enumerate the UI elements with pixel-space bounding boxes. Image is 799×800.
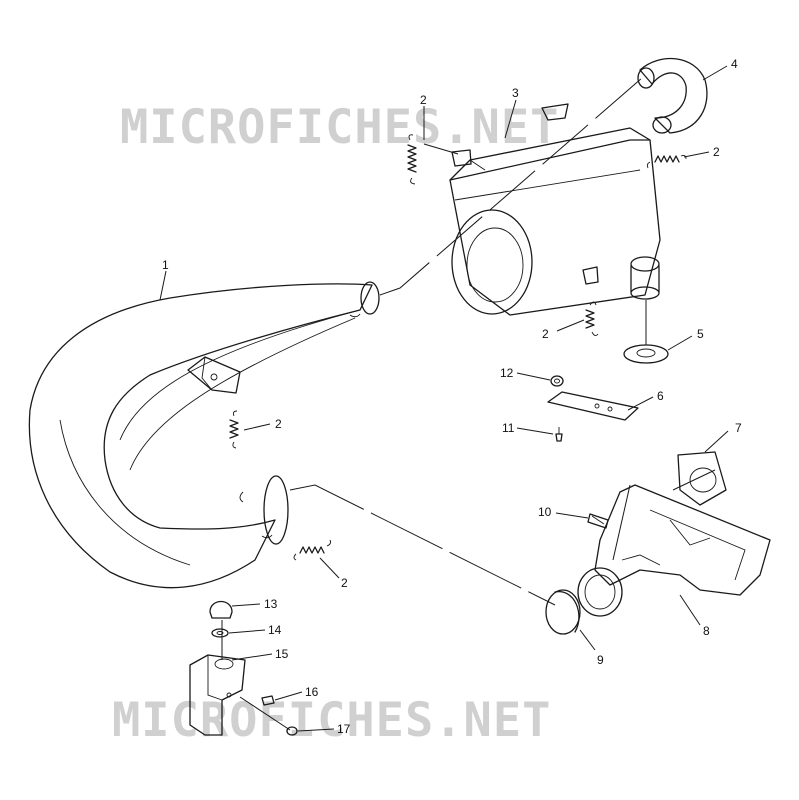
- callout-16: 16: [305, 685, 319, 699]
- watermark-bottom: MICROFICHES.NET: [112, 693, 551, 748]
- spring-2-mid: [585, 301, 599, 337]
- spring-2-left: [229, 410, 239, 449]
- callout-14: 14: [268, 623, 282, 637]
- exhaust-pipe: [28, 281, 380, 589]
- screw-11: [555, 427, 563, 442]
- spring-2-right: [646, 154, 687, 169]
- watermark-top: MICROFICHES.NET: [120, 100, 559, 155]
- stud-10: [587, 513, 609, 529]
- callout-13: 13: [264, 597, 278, 611]
- callout-2e: 2: [341, 576, 348, 590]
- exhaust-manifold: [577, 484, 771, 617]
- callout-12: 12: [500, 366, 514, 380]
- seal-9: [545, 589, 581, 635]
- callout-4: 4: [731, 57, 738, 71]
- mounting-bracket-15: [189, 654, 246, 736]
- leader-lines: [159, 65, 729, 732]
- nut-17: [286, 726, 298, 736]
- callout-7: 7: [735, 421, 742, 435]
- callout-11: 11: [502, 421, 515, 435]
- callout-2d: 2: [275, 417, 282, 431]
- callout-1: 1: [162, 258, 169, 272]
- spring-2-top: [407, 134, 417, 185]
- callout-2a: 2: [420, 93, 427, 107]
- callout-8: 8: [703, 624, 710, 638]
- support-bracket-6: [547, 391, 639, 421]
- callout-labels: 1 2 3 4 2 2 5 12 6 11 2 7 10 2 8 9 13 14…: [162, 57, 742, 736]
- rubber-mount-13: [209, 600, 233, 619]
- nut-12: [550, 375, 564, 387]
- assembly-lines: [221, 77, 716, 731]
- callout-2b: 2: [713, 145, 720, 159]
- callout-17: 17: [337, 722, 351, 736]
- u-tube: [637, 57, 708, 134]
- callout-5: 5: [697, 327, 704, 341]
- callout-10: 10: [538, 505, 552, 519]
- spring-2-bottom: [293, 539, 332, 561]
- callout-9: 9: [597, 653, 604, 667]
- callout-15: 15: [275, 647, 289, 661]
- callout-3: 3: [512, 86, 519, 100]
- muffler: [449, 103, 661, 316]
- callout-2c: 2: [542, 327, 549, 341]
- grommet-5: [623, 344, 669, 364]
- bolt-16: [261, 695, 275, 706]
- gasket-7: [677, 451, 727, 506]
- washer-14: [211, 628, 229, 638]
- callout-6: 6: [657, 389, 664, 403]
